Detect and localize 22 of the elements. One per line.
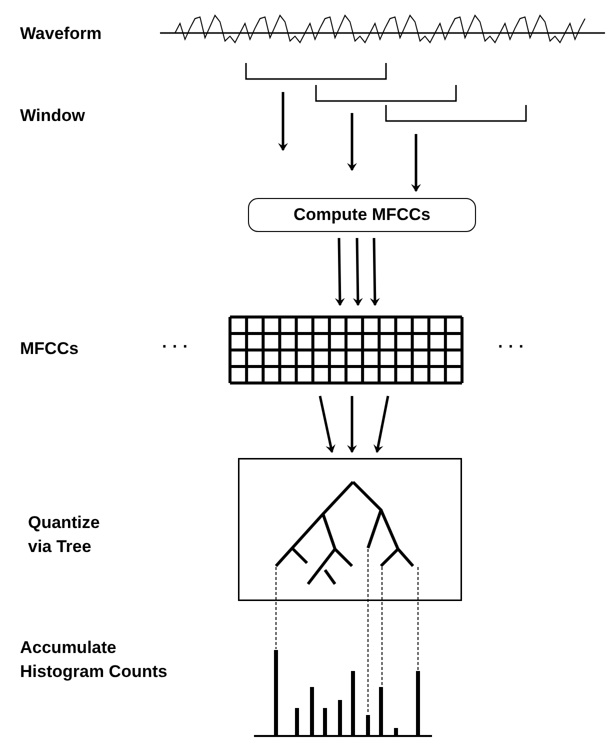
step-label: Waveform: [20, 23, 102, 45]
window-bracket: [315, 84, 457, 102]
arrow: [370, 238, 380, 306]
arrow: [411, 134, 421, 192]
window-bracket: [245, 62, 387, 80]
arrow: [334, 238, 345, 306]
ellipsis: · · ·: [498, 336, 526, 358]
tree-box: [238, 458, 462, 601]
ellipsis: · · ·: [162, 336, 190, 358]
window-bracket: [385, 104, 527, 122]
arrow: [373, 396, 390, 453]
process-box: Compute MFCCs: [248, 198, 476, 232]
arrow: [278, 92, 288, 151]
arrow: [347, 113, 357, 171]
arrow: [347, 396, 357, 453]
mfcc-grid: [228, 315, 464, 385]
arrow: [318, 396, 336, 453]
step-label: Window: [20, 105, 85, 127]
arrow: [352, 238, 363, 306]
step-label: MFCCs: [20, 338, 79, 360]
step-label: Quantize via Tree: [28, 512, 101, 558]
step-label: Accumulate Histogram Counts: [20, 637, 168, 683]
